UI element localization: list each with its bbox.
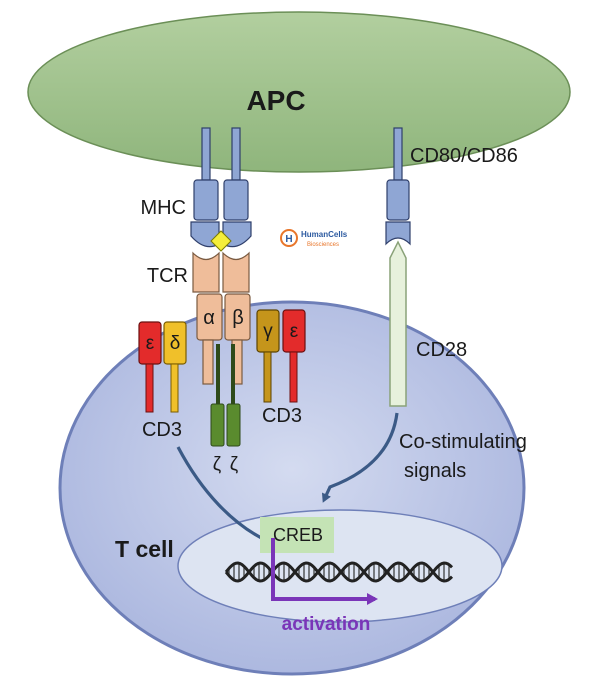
t-cell-label: T cell	[115, 536, 174, 562]
zeta-1-label: ζ	[213, 454, 222, 475]
logo-letter: H	[285, 234, 292, 245]
apc-cell	[27, 11, 571, 173]
mhc-molecule	[190, 127, 252, 248]
creb-label: CREB	[273, 525, 323, 545]
cd80-cd86-ligand	[385, 127, 411, 246]
cd80-cd86-label: CD80/CD86	[410, 145, 518, 167]
cd3-epsilon-left	[138, 321, 162, 413]
dna-strand	[224, 561, 454, 583]
dna-strand	[224, 561, 454, 583]
epsilon-right-label: ε	[290, 321, 299, 342]
logo-subtitle: Biosciences	[307, 242, 339, 248]
cd3-delta	[163, 321, 187, 413]
cd3-right-label: CD3	[262, 405, 302, 427]
gamma-label: γ	[263, 321, 273, 342]
cd28-label: CD28	[416, 339, 467, 361]
cd3-gamma	[256, 309, 280, 403]
zeta-chains	[210, 344, 241, 447]
cd28-receptor	[389, 240, 407, 407]
mhc-label: MHC	[140, 197, 186, 219]
costim-label-line2: signals	[404, 460, 466, 482]
delta-label: δ	[170, 333, 181, 354]
cd3-left-label: CD3	[142, 419, 182, 441]
dna-helix	[224, 561, 454, 583]
tcr-beta-label: β	[232, 307, 244, 329]
cd28-signal-arrow	[321, 412, 399, 503]
epsilon-left-label: ε	[146, 333, 155, 354]
zeta-2-label: ζ	[230, 454, 239, 475]
tcr-complex	[192, 251, 251, 385]
activation-arrow	[271, 538, 378, 605]
activation-label: activation	[282, 614, 371, 635]
tcr-alpha-label: α	[203, 307, 215, 329]
antigen-peptide	[210, 230, 232, 252]
logo-name: HumanCells	[301, 230, 348, 239]
cd3-epsilon-right	[282, 309, 306, 403]
nucleus	[177, 509, 503, 623]
costim-label-line1: Co-stimulating	[399, 431, 527, 453]
apc-label: APC	[246, 85, 305, 116]
humancells-logo: H HumanCells Biosciences	[280, 229, 348, 248]
tcr-label: TCR	[147, 265, 188, 287]
